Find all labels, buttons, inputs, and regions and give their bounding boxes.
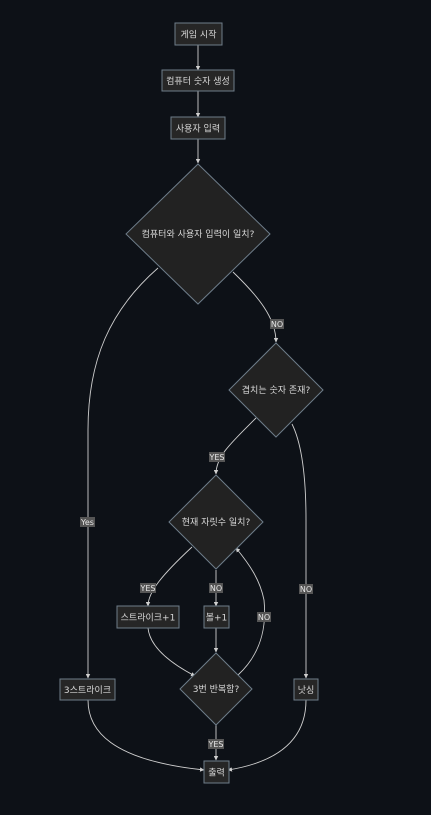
edge-strike-repeat bbox=[147, 627, 196, 677]
node-input: 사용자 입력 bbox=[170, 116, 226, 140]
edge-label-position-yes: YES bbox=[139, 584, 155, 593]
node-match-all-label: 컴퓨터와 사용자 입력이 일치? bbox=[142, 228, 255, 240]
edge-label-match-no: NO bbox=[271, 320, 283, 329]
edge-labels: NO Yes YES NO YES NO NO YES bbox=[80, 319, 313, 749]
edge-overlap-nothing bbox=[291, 423, 309, 679]
node-output: 출력 bbox=[203, 760, 230, 784]
node-strike-plus: 스트라이크+1 bbox=[116, 605, 180, 629]
edge-label-position-no: NO bbox=[210, 584, 222, 593]
node-three-strike: 3스트라이크 bbox=[59, 678, 116, 701]
node-position: 현재 자릿수 일치? bbox=[168, 474, 264, 570]
node-nothing: 낫싱 bbox=[293, 678, 319, 701]
edge-label-repeat-yes: YES bbox=[207, 740, 223, 749]
edge-match-overlap bbox=[232, 271, 279, 343]
node-overlap: 겹치는 숫자 존재? bbox=[228, 342, 324, 438]
edge-position-strike bbox=[145, 546, 193, 607]
edge-threestrike-output bbox=[87, 699, 205, 772]
node-repeat: 3번 반복함? bbox=[179, 652, 253, 726]
node-ball-plus-label: 볼+1 bbox=[206, 613, 228, 624]
edge-label-match-yes: Yes bbox=[80, 518, 94, 527]
node-generate: 컴퓨터 숫자 생성 bbox=[161, 69, 235, 92]
node-start-label: 게임 시작 bbox=[181, 29, 217, 41]
node-start: 게임 시작 bbox=[174, 22, 223, 46]
edge-nothing-output bbox=[227, 699, 307, 772]
node-position-label: 현재 자릿수 일치? bbox=[182, 516, 251, 528]
node-output-label: 출력 bbox=[208, 767, 225, 779]
edge-label-overlap-no: NO bbox=[300, 585, 312, 594]
node-ball-plus: 볼+1 bbox=[203, 605, 230, 629]
node-generate-label: 컴퓨터 숫자 생성 bbox=[166, 75, 230, 87]
edge-label-overlap-yes: YES bbox=[208, 453, 224, 462]
node-nothing-label: 낫싱 bbox=[298, 685, 315, 696]
edge-overlap-position bbox=[213, 417, 257, 475]
node-repeat-label: 3번 반복함? bbox=[193, 684, 240, 695]
node-input-label: 사용자 입력 bbox=[176, 123, 220, 135]
node-overlap-label: 겹치는 숫자 존재? bbox=[242, 384, 311, 396]
edge-match-threestrike bbox=[85, 267, 159, 679]
node-strike-plus-label: 스트라이크+1 bbox=[121, 613, 176, 624]
node-three-strike-label: 3스트라이크 bbox=[64, 685, 111, 696]
edge-label-repeat-no: NO bbox=[258, 613, 270, 622]
edge-repeat-position bbox=[235, 547, 266, 676]
node-match-all: 컴퓨터와 사용자 입력이 일치? bbox=[125, 163, 271, 305]
